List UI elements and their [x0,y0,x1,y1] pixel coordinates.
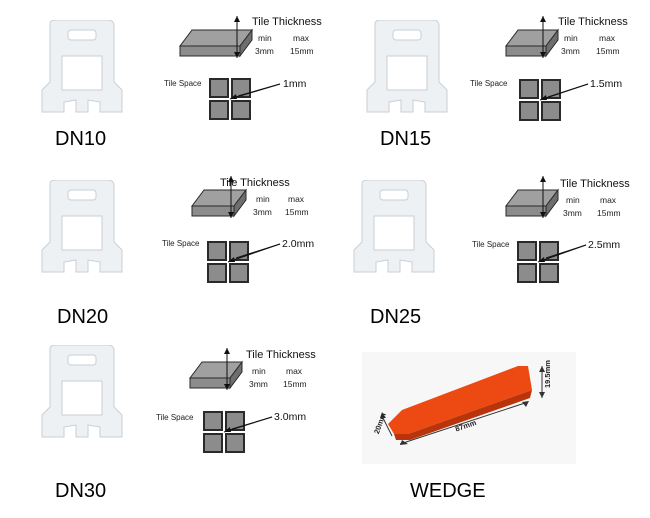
tile-space-label: Tile Space [156,413,194,422]
max-value: 15mm [285,207,309,217]
spec-diagram: Tile Thickness min max 3mm 15mm Tile Spa… [160,12,340,127]
gap-size-label: 2.5mm [588,239,621,251]
leveling-clip-icon [41,345,123,438]
tile-block-icon [179,16,253,58]
min-value: 3mm [563,208,582,218]
min-label: min [566,195,580,205]
min-value: 3mm [255,46,274,56]
min-label: min [256,194,270,204]
spec-diagram: Tile Thickness min max 3mm 15mm Tile Spa… [160,172,340,287]
min-value: 3mm [561,46,580,56]
model-name: DN15 [380,128,432,150]
tile-thickness-label: Tile Thickness [246,349,316,361]
tile-space-label: Tile Space [164,79,202,88]
max-value: 15mm [596,46,620,56]
leveling-clip-icon [353,180,435,273]
max-label: max [599,33,616,43]
tile-block-icon [505,16,559,58]
tile-grid-icon [203,411,273,453]
wedge-title: WEDGE [410,480,486,502]
gap-size-label: 1mm [283,78,307,90]
max-value: 15mm [283,379,307,389]
model-name: DN25 [370,306,422,328]
max-value: 15mm [290,46,314,56]
max-label: max [293,33,310,43]
max-label: max [286,366,303,376]
tile-grid-icon [209,78,281,120]
min-label: min [258,33,272,43]
tile-grid-icon [519,79,589,121]
tile-block-icon [189,348,243,390]
tile-space-label: Tile Space [162,239,200,248]
gap-size-label: 3.0mm [274,411,307,423]
spec-diagram: Tile Thickness min max 3mm 15mm Tile Spa… [466,172,646,287]
min-value: 3mm [249,379,268,389]
model-name: DN10 [55,128,107,150]
max-label: max [600,195,617,205]
model-name: DN20 [57,306,109,328]
leveling-clip-icon [41,20,123,113]
tile-thickness-label: Tile Thickness [220,177,290,189]
tile-thickness-label: Tile Thickness [558,16,628,28]
tile-space-label: Tile Space [470,79,508,88]
tile-grid-icon [207,241,281,283]
min-label: min [252,366,266,376]
leveling-clip-icon [366,20,448,113]
tile-block-icon [505,176,559,218]
max-value: 15mm [597,208,621,218]
spec-diagram: Tile Thickness min max 3mm 15mm Tile Spa… [466,12,646,127]
gap-size-label: 1.5mm [590,78,623,90]
model-name: DN30 [55,480,107,502]
max-label: max [288,194,305,204]
leveling-clip-icon [41,180,123,273]
tile-block-icon [191,176,247,218]
tile-space-label: Tile Space [472,240,510,249]
min-value: 3mm [253,207,272,217]
spec-diagram: Tile Thickness min max 3mm 15mm Tile Spa… [150,344,330,459]
tile-grid-icon [517,241,587,283]
min-label: min [564,33,578,43]
wedge-height-label: 19.5mm [543,360,552,388]
tile-thickness-label: Tile Thickness [252,16,322,28]
tile-thickness-label: Tile Thickness [560,178,630,190]
gap-size-label: 2.0mm [282,238,315,250]
wedge-icon [362,352,576,464]
